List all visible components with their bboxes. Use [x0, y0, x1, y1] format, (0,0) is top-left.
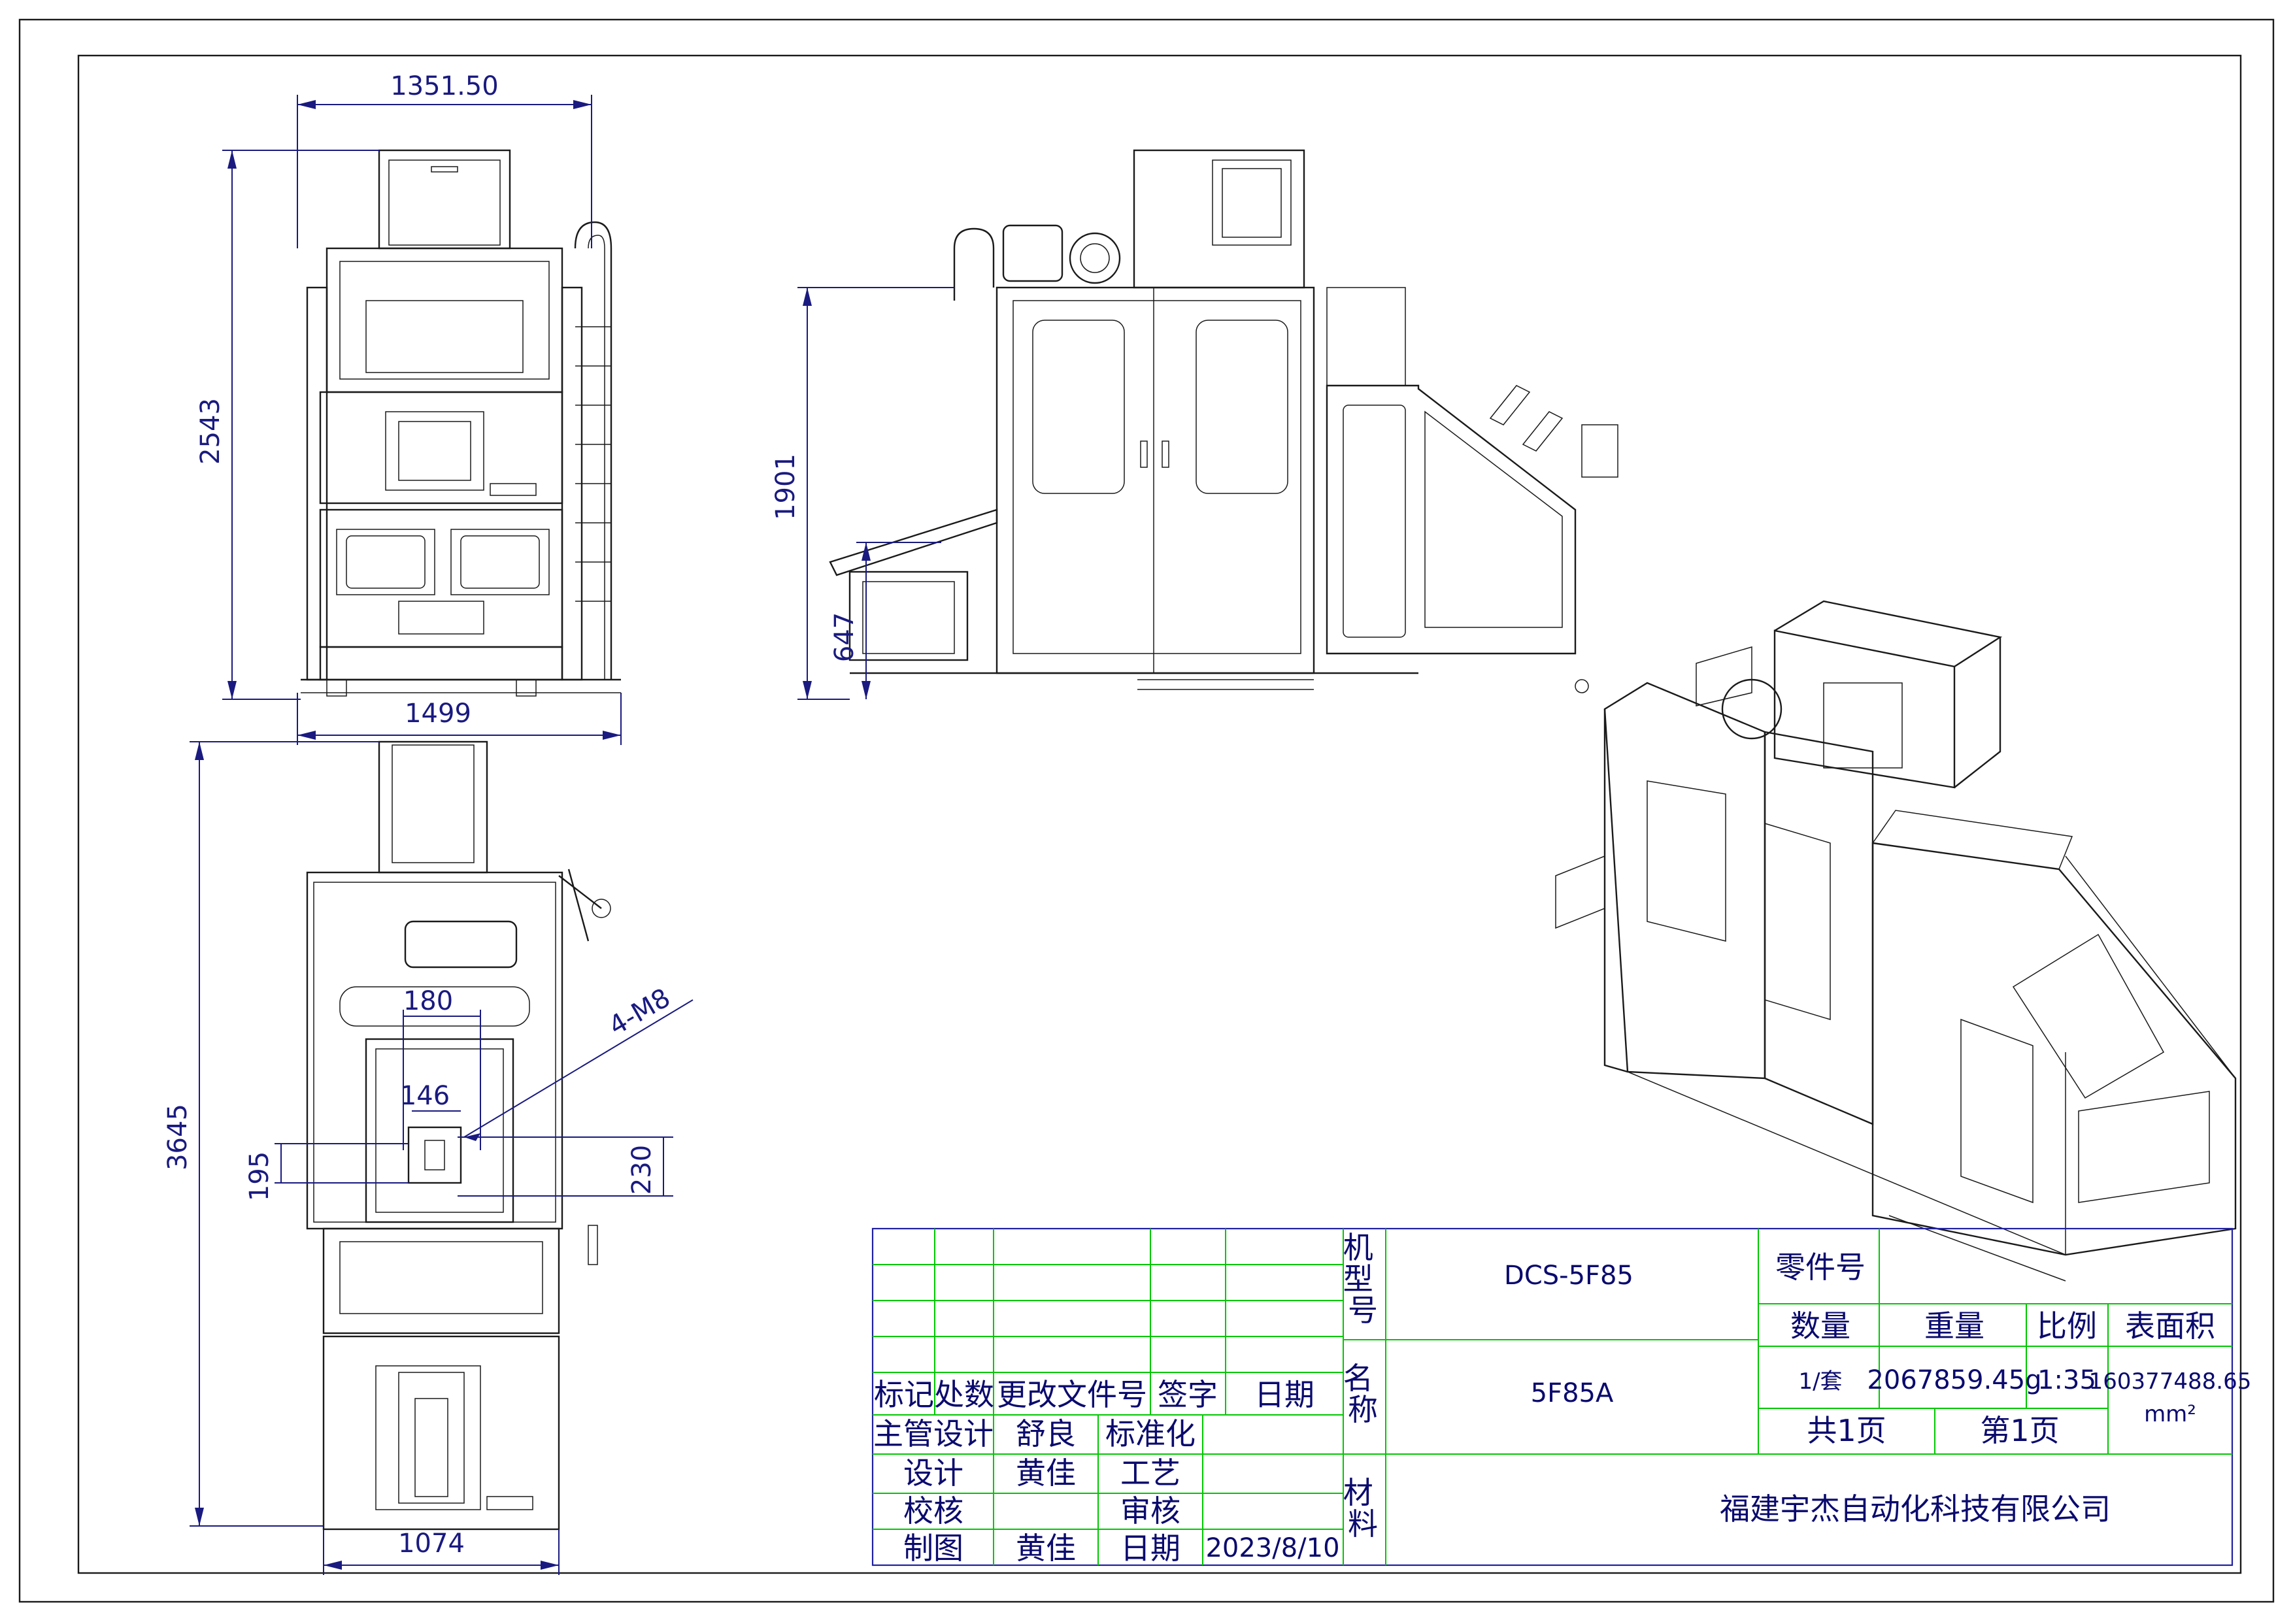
- hole-note: 4-M8: [604, 983, 675, 1042]
- dim-side-height: 1901: [771, 454, 801, 520]
- dim-side-lower-height: 647: [829, 612, 860, 662]
- area-unit: mm²: [2144, 1401, 2196, 1427]
- dim-front-height: 2543: [195, 398, 226, 465]
- area-value: 160377488.65: [2089, 1368, 2252, 1395]
- model-label-c3: 号: [1348, 1293, 1378, 1328]
- page-number: 第1页: [1980, 1413, 2059, 1448]
- scale-label: 比例: [2037, 1308, 2097, 1344]
- dim-hole-spacing-inner: 146: [400, 1081, 450, 1111]
- supervisor-name: 舒良: [1016, 1416, 1076, 1451]
- material-label-c1: 材: [1343, 1475, 1373, 1510]
- model-value: DCS-5F85: [1504, 1261, 1633, 1291]
- date-label: 日期: [1120, 1531, 1180, 1566]
- draw-name: 黄佳: [1016, 1531, 1076, 1566]
- scale-value: 1:35: [2037, 1365, 2096, 1395]
- material-label-c2: 料: [1348, 1506, 1378, 1542]
- name-label: 名 称: [1343, 1361, 1383, 1427]
- rev-header-count: 处数: [934, 1377, 994, 1412]
- dim-top-depth: 3645: [163, 1104, 193, 1170]
- model-label-c2: 型: [1343, 1261, 1373, 1297]
- draw-label: 制图: [903, 1531, 963, 1566]
- side-view-dimensions: 1901 647: [771, 287, 954, 700]
- qty-label: 数量: [1790, 1308, 1850, 1344]
- standard-label: 标准化: [1105, 1416, 1196, 1451]
- name-label-c2: 称: [1348, 1392, 1378, 1427]
- side-view: [829, 149, 1618, 693]
- design-label: 设计: [903, 1455, 963, 1491]
- rev-header-doc: 更改文件号: [997, 1377, 1147, 1412]
- weight-value: 2067859.45g: [1867, 1365, 2041, 1395]
- rev-header-date: 日期: [1254, 1377, 1314, 1412]
- supervisor-label: 主管设计: [873, 1416, 994, 1451]
- review-label: 审核: [1120, 1493, 1180, 1529]
- dim-hole-spacing-x: 180: [403, 986, 453, 1016]
- front-view: [301, 149, 621, 697]
- dim-hole-spacing-y-left: 195: [244, 1152, 275, 1201]
- front-view-dimensions: 1351.50 2543 1499: [195, 71, 622, 745]
- total-pages: 共1页: [1807, 1413, 1886, 1448]
- outer-border: [18, 18, 2275, 1603]
- name-value: 5F85A: [1531, 1378, 1614, 1408]
- area-label: 表面积: [2125, 1308, 2215, 1344]
- model-label-c1: 机: [1343, 1230, 1373, 1265]
- dim-hole-spacing-y-right: 230: [627, 1145, 657, 1195]
- top-view: [306, 740, 611, 1531]
- dim-top-width-bottom: 1074: [398, 1529, 465, 1559]
- material-label: 材 料: [1343, 1475, 1383, 1542]
- dim-front-width-top: 1351.50: [390, 71, 498, 101]
- part-no-label: 零件号: [1775, 1250, 1866, 1285]
- name-label-c1: 名: [1343, 1361, 1373, 1396]
- company-name: 福建宇杰自动化科技有限公司: [1720, 1491, 2111, 1527]
- inner-border: [77, 54, 2242, 1574]
- dim-front-width-bottom: 1499: [405, 699, 471, 729]
- model-label: 机 型 号: [1343, 1230, 1383, 1328]
- isometric-view: [1555, 600, 2237, 1282]
- rev-header-mark: 标记: [874, 1377, 934, 1412]
- weight-label: 重量: [1924, 1308, 1984, 1344]
- top-view-dimensions: 3645 1074 180 146 4-M8 195 230: [163, 741, 694, 1575]
- process-label: 工艺: [1120, 1455, 1180, 1491]
- design-name: 黄佳: [1016, 1455, 1076, 1491]
- check-label: 校核: [903, 1493, 963, 1529]
- rev-header-sign: 签字: [1158, 1377, 1218, 1412]
- title-block: 机 型 号 DCS-5F85 名 称 5F85A 材 料 零件号 数量 重量 比…: [871, 1227, 2252, 1566]
- qty-value: 1/套: [1798, 1368, 1842, 1395]
- date-value: 2023/8/10: [1205, 1533, 1339, 1563]
